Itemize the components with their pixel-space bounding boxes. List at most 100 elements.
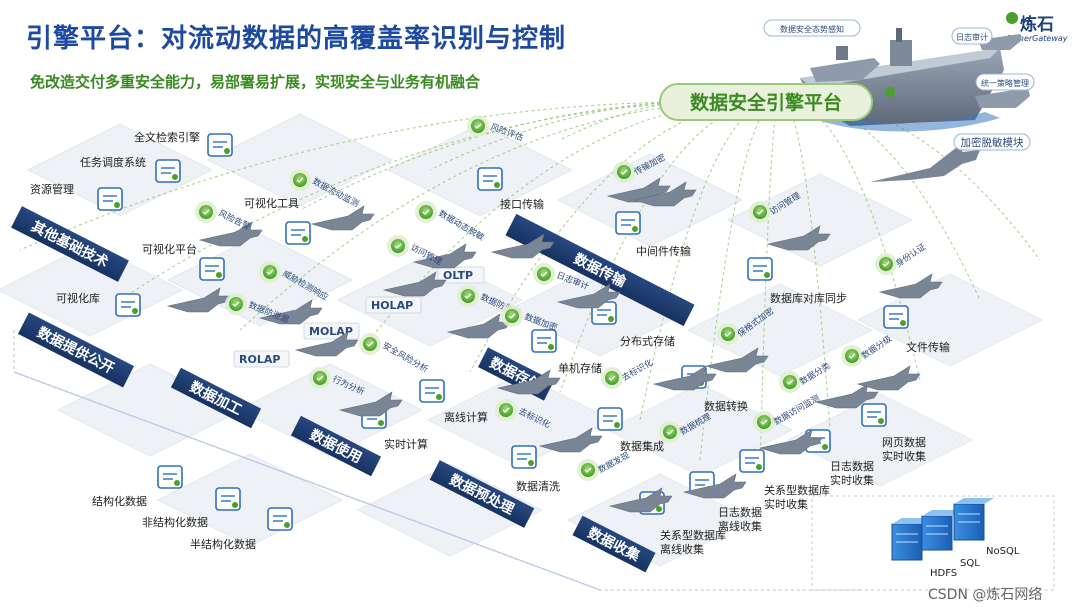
component-icon [615, 211, 641, 235]
component-label: 可视化库 [56, 291, 100, 305]
capability-label: 数据分级 [860, 333, 895, 361]
component-label: 实时计算 [384, 437, 428, 451]
component-label: 关系型数据库实时收集 [764, 483, 830, 511]
page-subtitle: 免改造交付多重安全能力，易部署易扩展，实现安全与业务有机融合 [30, 73, 481, 91]
shield-icon [263, 265, 277, 279]
category-banner-bg [170, 367, 262, 429]
component-label: 可视化平台 [142, 242, 197, 256]
signal-ray [429, 99, 781, 171]
component-label: NoSQL [986, 546, 1020, 557]
storage-servers [891, 498, 994, 561]
shield-icon [419, 205, 433, 219]
component-icon [419, 379, 445, 403]
capability-label: 身份认证 [894, 241, 929, 269]
component-label: 接口传输 [500, 197, 544, 211]
engine-label: 数据安全引擎平台 [690, 91, 842, 114]
fighter-jet-icon [382, 271, 447, 297]
component-label: ROLAP [239, 353, 280, 366]
component-label: 日志数据实时收集 [830, 459, 874, 487]
engine-pill [659, 83, 873, 121]
shield-icon [663, 425, 677, 439]
bottom-frame [13, 330, 1055, 591]
shield-icon [783, 375, 797, 389]
engine-module-label: 统一策略管理 [981, 78, 1029, 88]
component-label: 文件传输 [906, 340, 950, 354]
frigate-icon-1 [978, 34, 1022, 50]
component-label: 数据转换 [704, 399, 748, 413]
component-label: 日志数据离线收集 [718, 505, 762, 533]
component-icon [477, 167, 503, 191]
component-icon [199, 257, 225, 281]
floor-tile [56, 363, 244, 457]
component-label: OLTP [443, 269, 473, 282]
component-label: 分布式存储 [620, 334, 675, 348]
fighter-jet-icon [338, 391, 403, 417]
engine-module-chip [975, 73, 1035, 91]
fighter-jet-icon [682, 473, 747, 499]
capability-label: 风险告警 [217, 208, 253, 233]
component-label: 单机存储 [558, 361, 602, 375]
fighter-jet-icon [652, 365, 717, 391]
component-label: 非结构化数据 [142, 515, 208, 529]
brand-logo: 炼石 CipherGateway [1006, 10, 1068, 46]
fighter-jet-icon [856, 365, 921, 391]
shield-icon [757, 415, 771, 429]
category-banner-bg [290, 415, 382, 477]
component-label: 资源管理 [30, 182, 74, 196]
engine-module-chip [763, 19, 861, 37]
engine-module-label: 加密脱敏模块 [961, 136, 1024, 149]
component-label: 数据清洗 [516, 479, 560, 493]
brand-name: 炼石 [1020, 15, 1054, 35]
fighter-jet-icon [258, 299, 323, 325]
shield-icon [505, 309, 519, 323]
shield-icon [605, 371, 619, 385]
shield-icon [461, 289, 475, 303]
engine-platform: 数据安全引擎平台 [659, 83, 895, 121]
component-label: MOLAP [309, 325, 353, 338]
fighter-jet-icon [556, 283, 621, 309]
shield-icon [721, 327, 735, 341]
fighter-jet-icon [412, 243, 477, 269]
fighter-jet-icon [198, 221, 263, 247]
component-label: 可视化工具 [244, 196, 299, 210]
fighter-jet-icon [538, 427, 603, 453]
shield-icon [313, 371, 327, 385]
engine-module-chip [951, 27, 993, 45]
category-label: 数据提供公开 [34, 324, 117, 377]
component-icon [285, 221, 311, 245]
capability-label: 去标识化 [620, 357, 655, 384]
shield-icon [617, 165, 631, 179]
fighter-icon-large [870, 140, 980, 182]
component-icon [97, 187, 123, 211]
fighter-jet-icon [490, 233, 555, 259]
signal-ray [779, 101, 1041, 261]
component-icon [597, 407, 623, 431]
engine-module-label: 数据安全态势感知 [780, 24, 844, 34]
fighter-jet-icon [704, 347, 769, 373]
component-label: 网页数据实时收集 [882, 435, 926, 463]
fighter-jet-icon [766, 225, 831, 251]
fighter-jet-icon [310, 205, 375, 231]
cruiser-icon [810, 58, 880, 82]
component-icon [207, 133, 233, 157]
shield-icon [845, 349, 859, 363]
shield-icon [537, 267, 551, 281]
frigate-icon-2 [975, 88, 1030, 108]
fighter-jet-icon [294, 331, 359, 357]
page-title: 引擎平台：对流动数据的高覆盖率识别与控制 [26, 24, 567, 54]
component-label: 全文检索引擎 [134, 130, 200, 144]
component-label: 中间件传输 [636, 244, 691, 258]
shield-icon [229, 297, 243, 311]
shield-icon [471, 119, 485, 133]
component-label: 结构化数据 [92, 494, 147, 508]
watermark: CSDN @炼石网络 [928, 587, 1043, 603]
shield-icon [293, 173, 307, 187]
shield-icon [753, 205, 767, 219]
component-icon [155, 159, 181, 183]
component-label: 任务调度系统 [80, 155, 146, 169]
floor-tile [356, 463, 544, 557]
category-banner-bg [17, 312, 135, 388]
